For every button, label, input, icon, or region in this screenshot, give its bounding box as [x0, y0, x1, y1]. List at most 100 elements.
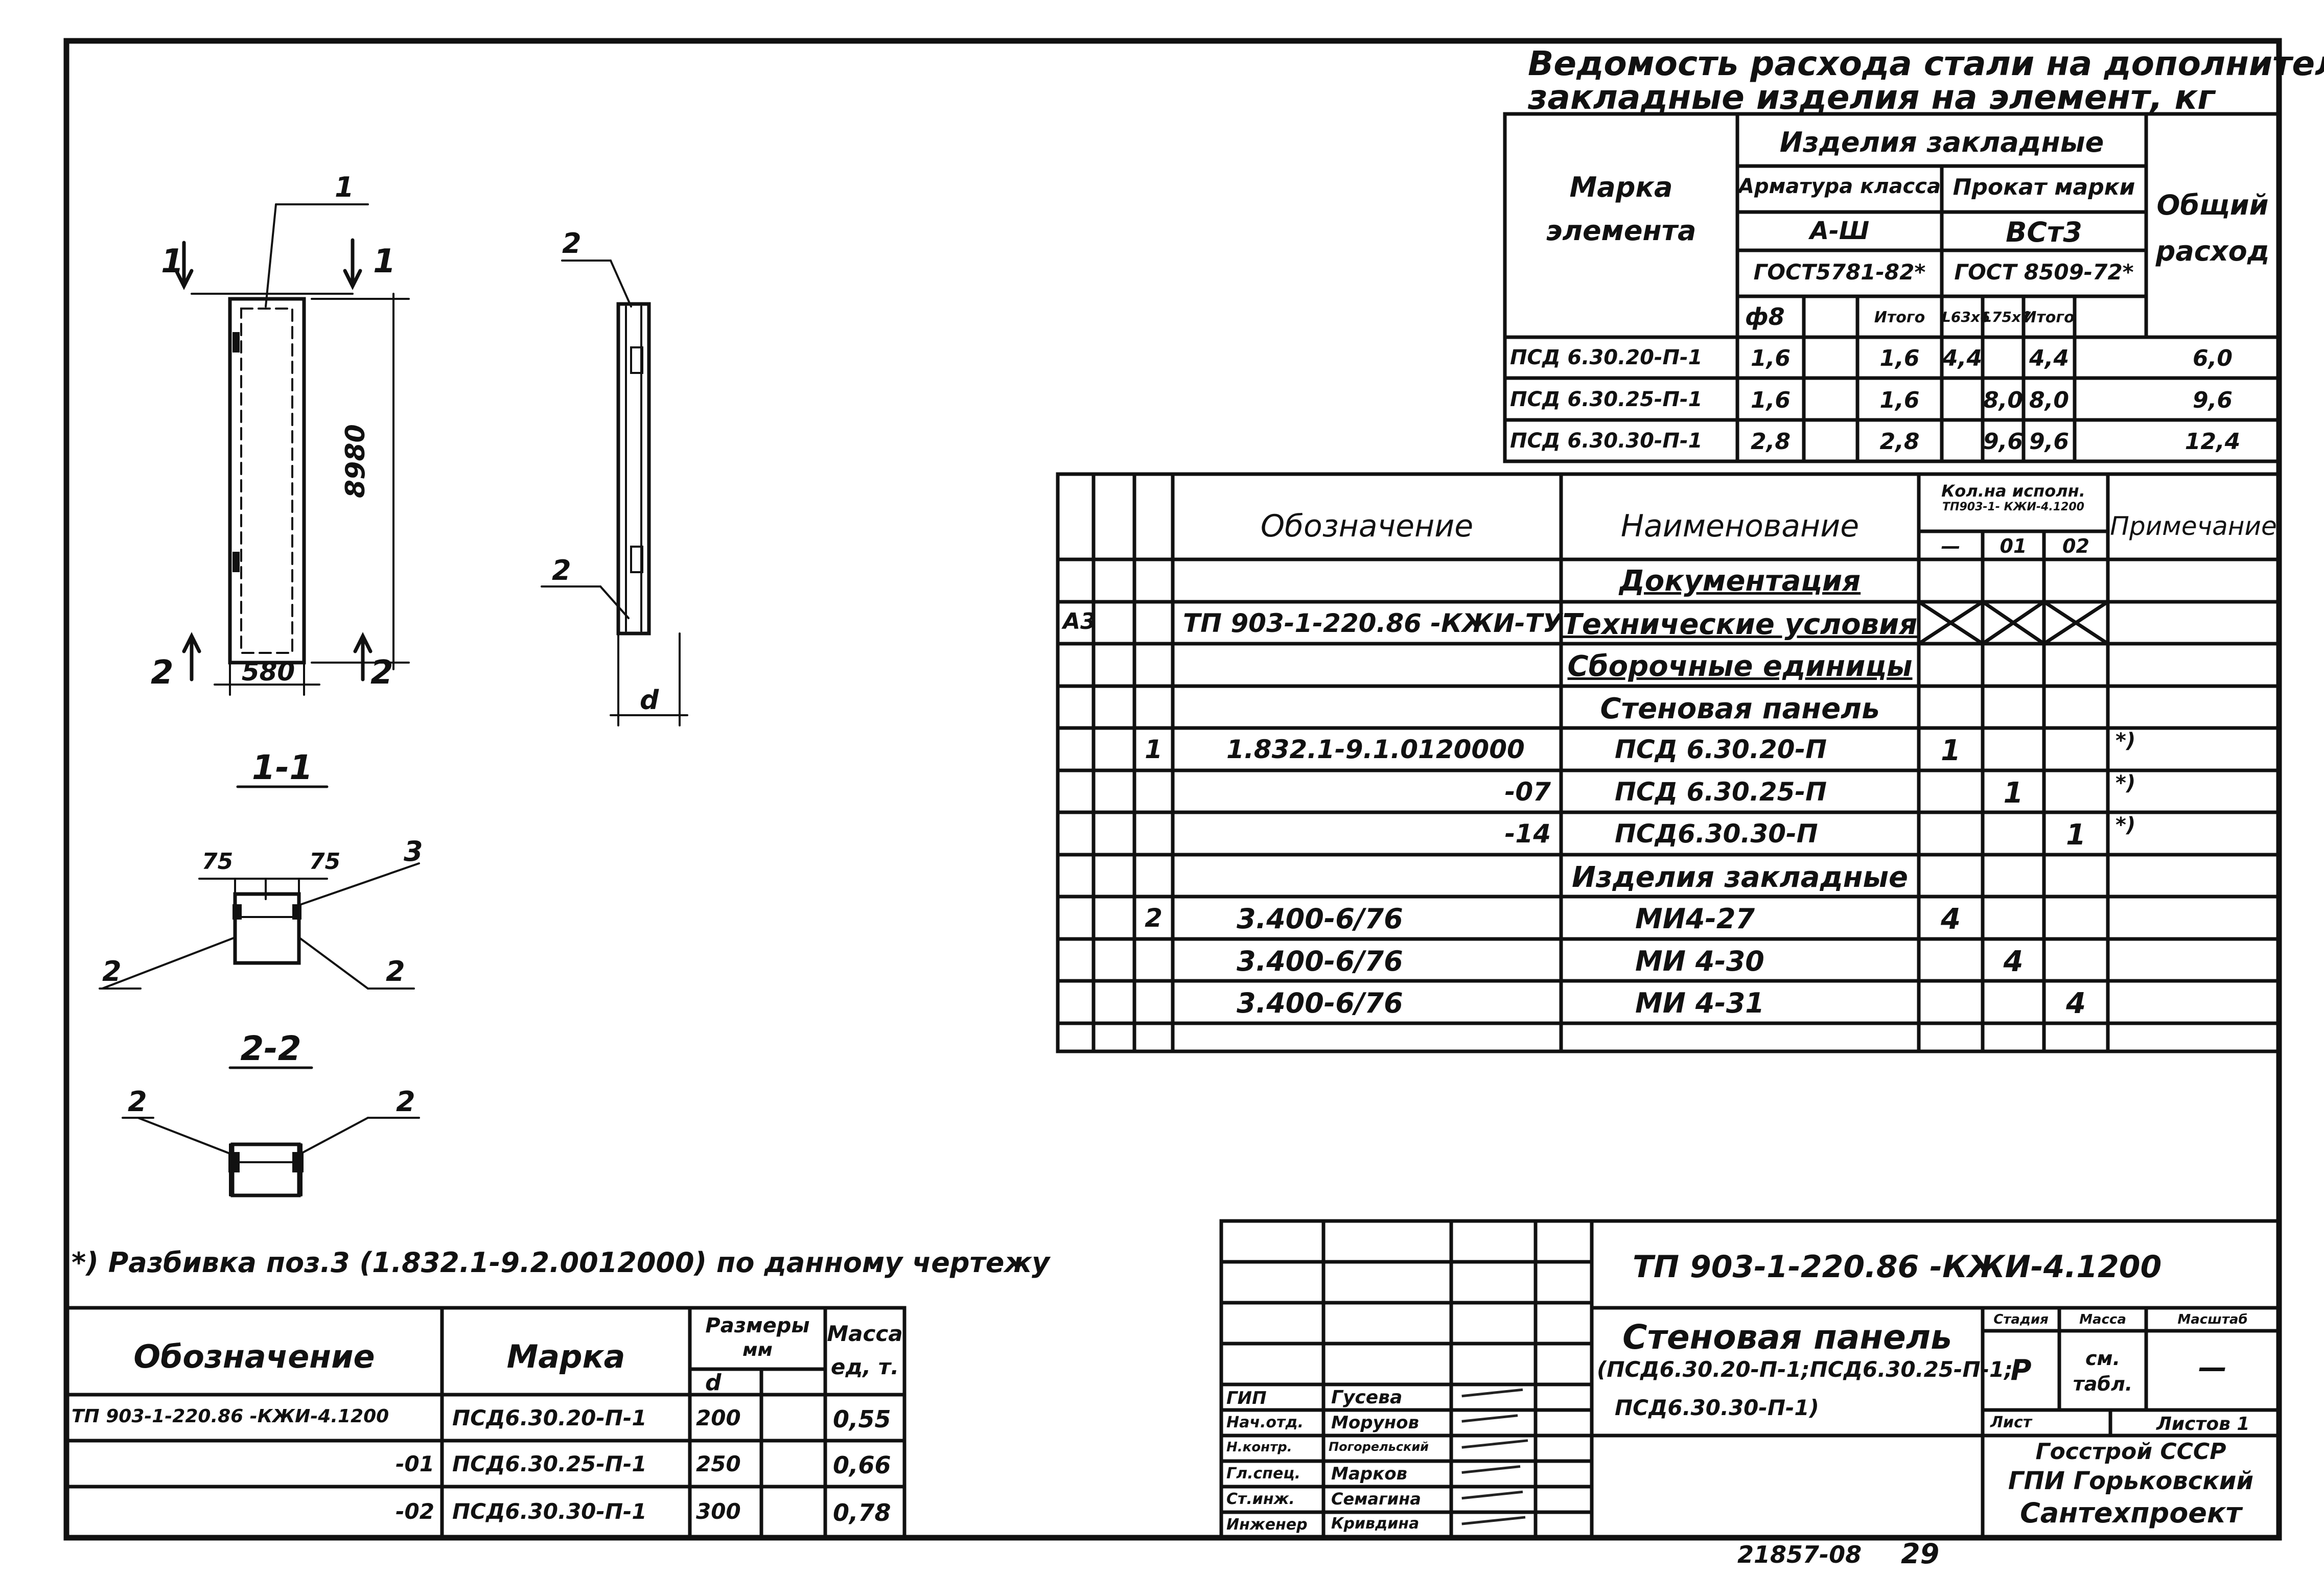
title-block-stage-label: Стадия [1993, 1312, 2049, 1327]
callout-2-section2-right: 2 [396, 1086, 415, 1118]
variants-header-d: d [705, 1370, 722, 1396]
title-block-grid [1219, 1219, 2281, 1540]
statement-sub-total2: Итого [2024, 309, 2075, 326]
statement-row-d8: 1,6 [1751, 387, 1791, 413]
cut-mark-2-right: 2 [370, 654, 393, 692]
spec-header-qty-b: 01 [2000, 535, 2027, 557]
statement-sub-l63: L63х6 [1942, 309, 1990, 325]
spec-header-qty-line2: ТП903-1- КЖИ-4.1200 [1942, 501, 2084, 513]
statement-row-total2: 9,6 [2029, 429, 2069, 455]
dimension-width: 580 [241, 657, 295, 687]
panel-front-view [174, 203, 410, 696]
title-block-role: Инженер [1226, 1516, 1308, 1534]
spec-row-position: 1 [1145, 735, 1163, 764]
variants-row-mass: 0,55 [833, 1405, 891, 1433]
variants-row-mass: 0,66 [833, 1451, 891, 1479]
variants-row-mark: ПСД6.30.20-П-1 [452, 1405, 647, 1430]
callout-2-side-bottom: 2 [552, 554, 571, 586]
spec-row-name: Изделия закладные [1572, 861, 1908, 894]
variants-row-designation: -01 [396, 1451, 434, 1476]
spec-row-qty: 4 [2003, 945, 2024, 978]
variants-row-d: 300 [696, 1499, 741, 1524]
spec-header-name: Наименование [1620, 508, 1860, 544]
statement-row-l63: 4,4 [1942, 345, 1982, 371]
cut-mark-1-right: 1 [373, 243, 396, 280]
statement-rolled-grade: ВСт3 [2006, 216, 2082, 248]
spec-row-name: ПСД 6.30.20-П [1615, 735, 1827, 764]
spec-row-qty: 4 [1941, 903, 1961, 936]
callout-1: 1 [335, 171, 354, 203]
title-block-sheet-label: Лист [1990, 1414, 2032, 1431]
title-block-scale: — [2198, 1351, 2227, 1384]
title-block-role: Ст.инж. [1226, 1490, 1295, 1508]
title-block-role: Н.контр. [1226, 1440, 1292, 1455]
title-block-role: Гл.спец. [1226, 1465, 1300, 1483]
variants-header-size-line2: мм [742, 1339, 773, 1360]
title-block-name-line1: Стеновая панель [1622, 1318, 1952, 1357]
statement-col-total-line2: расход [2155, 235, 2270, 267]
title-block-mass-line2: табл. [2073, 1373, 2133, 1395]
spec-row-name: Сборочные единицы [1567, 650, 1913, 683]
statement-rolled-gost: ГОСТ 8509-72* [1954, 260, 2134, 285]
spec-row-name: МИ 4-31 [1635, 987, 1764, 1019]
section-1-1-drawing [99, 785, 420, 990]
title-block-mass-line1: см. [2085, 1347, 2121, 1370]
title-block-person: Марков [1331, 1464, 1408, 1484]
spec-row-name: Технические условия [1562, 608, 1918, 641]
statement-title-line1: Ведомость расхода стали на дополнительны… [1528, 44, 2324, 83]
dimension-height: 8980 [340, 424, 371, 498]
statement-row-l75: 8,0 [1983, 387, 2023, 413]
statement-col-total-line1: Общий [2156, 189, 2269, 221]
variants-header-size-line1: Размеры [705, 1314, 810, 1337]
spec-row-qty: 1 [2066, 818, 2086, 852]
page-number: 29 [1901, 1538, 1940, 1570]
statement-rebar-class: Арматура класса [1738, 175, 1941, 198]
title-block-role: Нач.отд. [1226, 1414, 1304, 1431]
section-title-1-1: 1-1 [251, 748, 313, 787]
spec-row-designation: 1.832.1-9.1.0120000 [1226, 735, 1525, 764]
spec-header-note: Примечание [2110, 511, 2277, 541]
statement-col-mark-line2: элемента [1546, 215, 1696, 247]
title-block-org-line2: ГПИ Горьковский [2008, 1467, 2254, 1495]
spec-header-qty-line1: Кол.на исполн. [1941, 481, 2085, 501]
spec-row-qty: 1 [2003, 777, 2024, 810]
spec-header-qty-a: — [1941, 535, 1961, 557]
statement-row-total: 12,4 [2184, 429, 2241, 455]
spec-header-qty-c: 02 [2062, 535, 2089, 557]
variants-header-mass-line2: ед, т. [830, 1354, 899, 1379]
statement-rebar-grade: А-Ш [1809, 217, 1870, 245]
section-title-2-2: 2-2 [240, 1029, 301, 1068]
variants-row-d: 250 [696, 1451, 741, 1476]
statement-row-total2: 8,0 [2029, 387, 2069, 413]
statement-row-mark: ПСД 6.30.25-П-1 [1510, 388, 1703, 411]
cut-mark-2-left: 2 [151, 654, 174, 692]
statement-row-total1: 2,8 [1879, 429, 1920, 455]
callout-2-section-right: 2 [386, 955, 405, 988]
title-block-person: Гусева [1331, 1387, 1403, 1408]
title-block-name-line2: (ПСД6.30.20-П-1;ПСД6.30.25-П-1; [1597, 1357, 2013, 1382]
spec-row-designation: 3.400-6/76 [1237, 987, 1403, 1019]
spec-row-note: *) [2116, 771, 2136, 795]
section-2-2-drawing [122, 1066, 420, 1197]
callout-2-section-left: 2 [102, 955, 122, 988]
spec-row-name: ПСД6.30.30-П [1615, 819, 1818, 849]
statement-row-total2: 4,4 [2029, 345, 2069, 371]
statement-sub-l75: L75х7 [1983, 309, 2031, 325]
spec-row-qty: 4 [2066, 987, 2086, 1020]
spec-row-designation: ТП 903-1-220.86 -КЖИ-ТУ [1183, 608, 1563, 638]
section-details [228, 332, 304, 1172]
spec-row-note: *) [2116, 729, 2136, 753]
statement-title-line2: закладные изделия на элемент, кг [1528, 78, 2215, 117]
dimension-75-left: 75 [202, 849, 234, 875]
title-block-person: Морунов [1331, 1413, 1420, 1433]
specification-grid [1056, 472, 2281, 1053]
title-block-doc-code: ТП 903-1-220.86 -КЖИ-4.1200 [1633, 1249, 2162, 1285]
variants-header-mark: Марка [506, 1338, 625, 1375]
variants-row-designation: ТП 903-1-220.86 -КЖИ-4.1200 [72, 1406, 389, 1427]
title-block-name-line3: ПСД6.30.30-П-1) [1615, 1395, 1819, 1420]
variants-row-mark: ПСД6.30.30-П-1 [452, 1499, 647, 1524]
title-block-role: ГИП [1226, 1388, 1267, 1408]
dimension-depth: d [640, 685, 659, 716]
spec-row-designation: 3.400-6/76 [1237, 903, 1403, 935]
